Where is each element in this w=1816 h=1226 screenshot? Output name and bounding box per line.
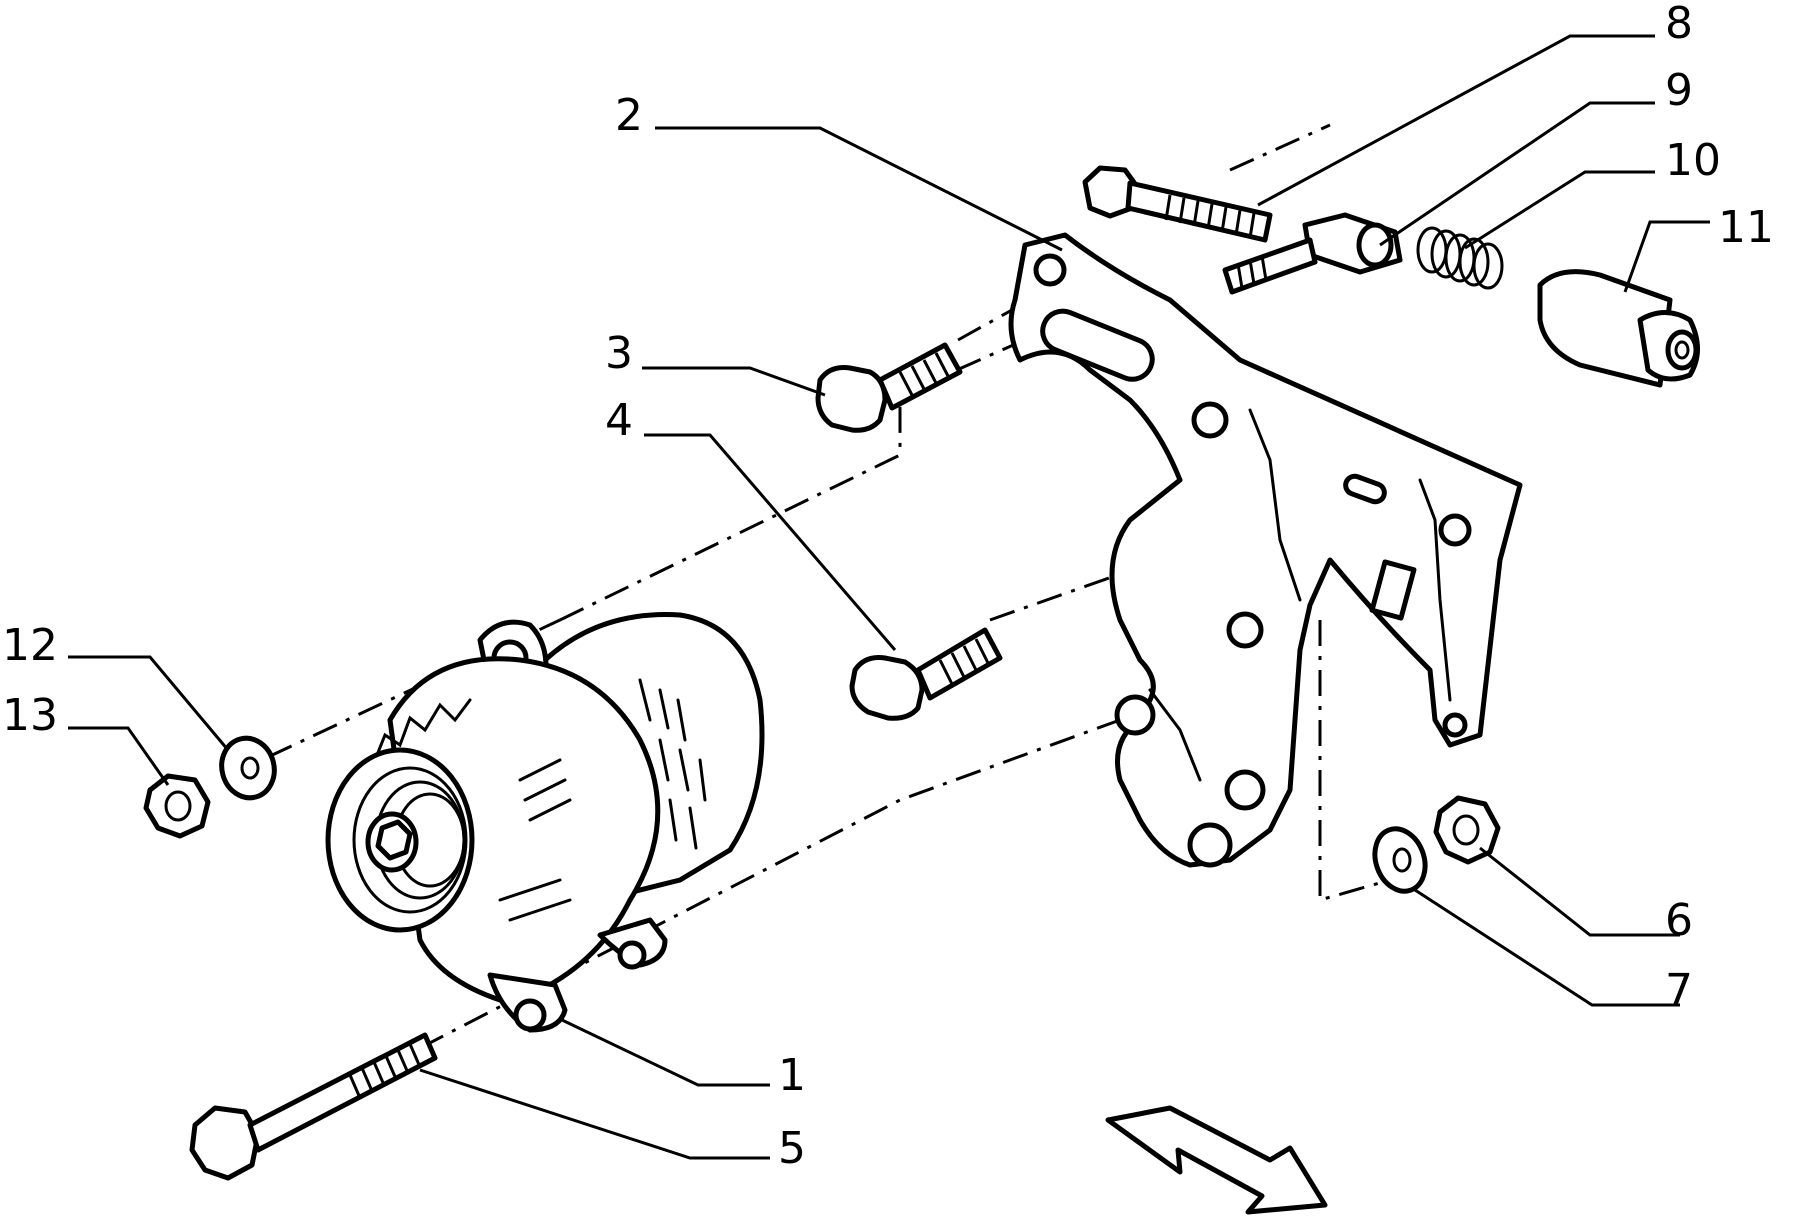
spring-icon — [1416, 226, 1504, 290]
callout-6: 6 — [1665, 895, 1693, 946]
washer-left-icon — [219, 735, 277, 801]
callout-3: 3 — [605, 328, 633, 379]
callout-5: 5 — [778, 1123, 806, 1174]
callout-8: 8 — [1665, 0, 1693, 49]
callout-11: 11 — [1718, 202, 1774, 253]
callout-13: 13 — [2, 690, 58, 741]
callout-1: 1 — [778, 1050, 806, 1101]
bolt-icon — [849, 627, 1003, 721]
callout-2: 2 — [615, 90, 643, 141]
nut-icon — [1433, 795, 1501, 865]
mounting-bracket-icon — [1008, 232, 1523, 868]
leader-lines — [68, 34, 1710, 1160]
washer-icon — [1372, 826, 1428, 894]
tensioner-bolt-icon — [1222, 212, 1403, 295]
alternator-icon — [325, 612, 765, 1033]
callout-7: 7 — [1665, 965, 1693, 1016]
callout-4: 4 — [605, 395, 633, 446]
short-bolt-icon — [815, 342, 963, 433]
long-bolt-icon — [189, 1032, 438, 1181]
bushing-icon — [1537, 269, 1700, 388]
nut-left-icon — [143, 773, 211, 839]
bolt-top-icon — [1082, 165, 1273, 243]
callout-labels: 1 2 3 4 5 6 7 8 9 10 11 12 13 — [2, 0, 1774, 1174]
callout-9: 9 — [1665, 65, 1693, 116]
callout-12: 12 — [2, 620, 58, 671]
callout-10: 10 — [1665, 135, 1721, 186]
direction-arrow-icon — [1105, 1105, 1328, 1215]
